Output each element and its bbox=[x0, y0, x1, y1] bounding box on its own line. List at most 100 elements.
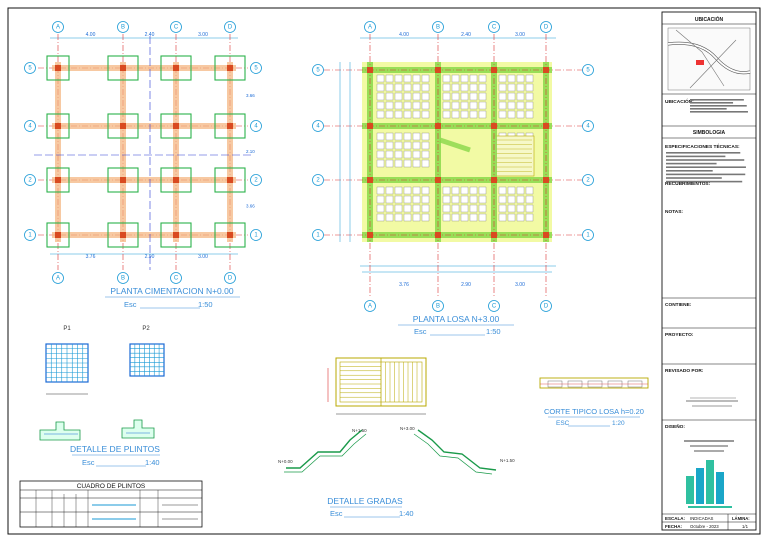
slab-block bbox=[498, 204, 507, 213]
footing bbox=[107, 222, 139, 248]
slab-block bbox=[469, 92, 478, 101]
column bbox=[367, 232, 373, 238]
slab-block bbox=[385, 101, 394, 110]
column bbox=[55, 177, 61, 183]
dim-bottom: 3.76 bbox=[399, 282, 409, 288]
slab-block bbox=[403, 213, 412, 222]
dim-bottom: 3.00 bbox=[515, 282, 525, 288]
plinto-table-title: CUADRO DE PLINTOS bbox=[77, 483, 146, 490]
column bbox=[120, 177, 126, 183]
slab-block bbox=[403, 186, 412, 195]
slab-block bbox=[421, 204, 430, 213]
slab-block bbox=[507, 195, 516, 204]
slab-block bbox=[469, 204, 478, 213]
slab-block bbox=[376, 159, 385, 168]
slab-block bbox=[412, 186, 421, 195]
slab-block bbox=[442, 186, 451, 195]
slab-block bbox=[403, 141, 412, 150]
slab-block bbox=[421, 83, 430, 92]
svg-text:N+3.00: N+3.00 bbox=[400, 426, 415, 431]
slab-block bbox=[442, 110, 451, 119]
slab-block bbox=[394, 141, 403, 150]
axis-row-label: 2 bbox=[586, 178, 590, 184]
axis-col-bubble bbox=[117, 272, 129, 284]
axis-col-bubble bbox=[224, 21, 236, 33]
axis-col-label: A bbox=[56, 276, 60, 282]
slab-block bbox=[469, 186, 478, 195]
slab-block bbox=[394, 213, 403, 222]
column bbox=[543, 232, 549, 238]
axis-col-label: B bbox=[121, 25, 125, 31]
slab-block bbox=[516, 101, 525, 110]
axis-col-label: A bbox=[56, 25, 60, 31]
slab-block bbox=[460, 74, 469, 83]
axis-col-label: C bbox=[174, 25, 179, 31]
axis-col-bubble bbox=[364, 300, 376, 312]
proyecto-header: PROYECTO: bbox=[665, 332, 694, 338]
slab-block bbox=[478, 213, 487, 222]
stair-detail-scale: 1:40 bbox=[399, 509, 414, 518]
slab-block bbox=[412, 132, 421, 141]
column bbox=[367, 123, 373, 129]
slab-block bbox=[412, 213, 421, 222]
plinto-p1-detail: P1 bbox=[45, 326, 89, 395]
slab-block bbox=[412, 204, 421, 213]
slab-section-detail bbox=[539, 377, 649, 389]
slab-block bbox=[478, 83, 487, 92]
plinto-detail-scale: 1:40 bbox=[145, 458, 160, 467]
axis-row-label: 1 bbox=[316, 233, 320, 239]
simbologia-header: SIMBOLOGIA bbox=[693, 130, 726, 136]
dim-bottom: 3.76 bbox=[86, 254, 96, 260]
column bbox=[491, 67, 497, 73]
slab-block bbox=[498, 74, 507, 83]
slab-block bbox=[469, 83, 478, 92]
axis-row-label: 1 bbox=[28, 233, 32, 239]
especificaciones-header: ESPECIFICACIONES TÉCNICAS: bbox=[665, 142, 740, 150]
axis-row-bubble bbox=[582, 64, 594, 76]
axis-col-label: D bbox=[228, 25, 233, 31]
slab-block bbox=[403, 132, 412, 141]
foundation-plan-esc-label: Esc bbox=[124, 300, 137, 309]
slab-block bbox=[376, 132, 385, 141]
slab-block bbox=[394, 110, 403, 119]
dim-top: 4.00 bbox=[86, 32, 96, 38]
slab-block bbox=[385, 92, 394, 101]
slab-block bbox=[394, 204, 403, 213]
footing bbox=[214, 167, 246, 193]
slab-block bbox=[516, 110, 525, 119]
recubrimientos-header: RECUBRIMIENTOS: bbox=[665, 181, 711, 187]
slab-block bbox=[460, 186, 469, 195]
slab-block bbox=[498, 186, 507, 195]
column bbox=[227, 123, 233, 129]
column bbox=[227, 65, 233, 71]
slab-block bbox=[421, 141, 430, 150]
escala-value: INDICADAS bbox=[690, 516, 714, 521]
footing bbox=[160, 113, 192, 139]
column bbox=[435, 232, 441, 238]
stair-sections: N+1.50 N+3.00 N+0.00 N+1.50 bbox=[278, 426, 515, 475]
slab-block bbox=[421, 186, 430, 195]
slab-block bbox=[403, 150, 412, 159]
column bbox=[120, 232, 126, 238]
slab-block bbox=[412, 92, 421, 101]
slab-block bbox=[412, 83, 421, 92]
slab-block bbox=[421, 213, 430, 222]
slab-block bbox=[385, 83, 394, 92]
column bbox=[367, 177, 373, 183]
footing bbox=[160, 55, 192, 81]
axis-col-label: C bbox=[174, 276, 179, 282]
axis-row-label: 2 bbox=[316, 178, 320, 184]
axis-col-bubble bbox=[432, 21, 444, 33]
slab-block bbox=[460, 213, 469, 222]
slab-block bbox=[385, 213, 394, 222]
slab-block bbox=[376, 141, 385, 150]
ubicacion-header: UBICACIÓN bbox=[695, 15, 724, 23]
footing bbox=[46, 55, 70, 81]
slab-block bbox=[498, 213, 507, 222]
slab-block bbox=[507, 83, 516, 92]
slab-block bbox=[525, 195, 534, 204]
slab-block bbox=[385, 74, 394, 83]
slab-block bbox=[442, 74, 451, 83]
slab-block bbox=[507, 213, 516, 222]
